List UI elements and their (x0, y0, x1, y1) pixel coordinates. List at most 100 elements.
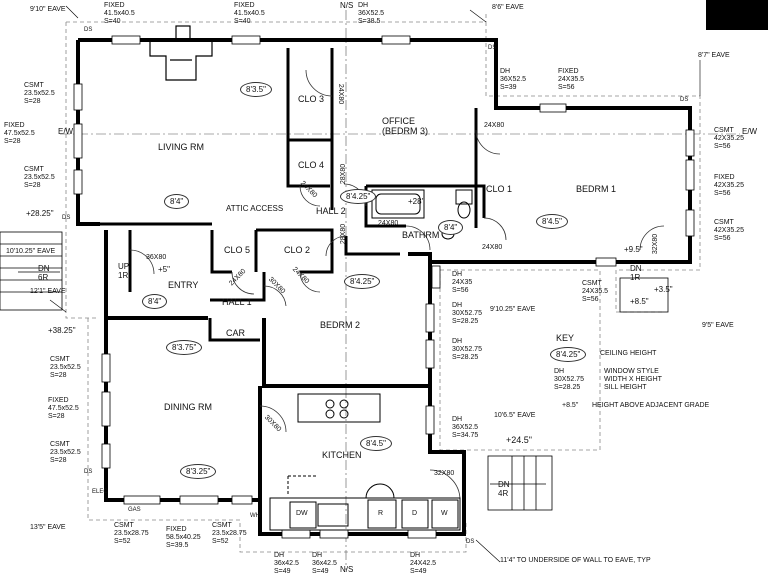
win-dining-csmt2: CSMT 23.5x52.5 S=28 (50, 441, 81, 464)
west-label: E/W (58, 127, 74, 136)
win-top-dh1: DH 36X52.5 S=38.5 (358, 2, 385, 25)
downspout-5: DS (84, 469, 93, 475)
downspout-1: DS (84, 27, 93, 33)
win-top-fixed3: FIXED 24X35.5 S=56 (558, 68, 585, 91)
height-tub: +28" (408, 197, 425, 206)
east-label: E/W (742, 127, 758, 136)
stair-up-entry: UP 1R (118, 262, 130, 280)
height-bed1-dn: +9.5" (624, 245, 643, 254)
kitchen-fixtures (269, 393, 461, 531)
win-left-csmt2: CSMT 23.5x52.5 S=28 (24, 166, 55, 189)
win-top-fixed2: FIXED 41.5x40.5 S=40 (234, 2, 265, 25)
south-label: N/S (340, 565, 354, 574)
room-clo5: CLO 5 (224, 245, 251, 255)
win-bed1-csmt: CSMT 24X35.5 S=56 (582, 280, 609, 303)
room-dining: DINING RM (164, 402, 212, 412)
downspout-6: DS (466, 539, 475, 545)
door-swings (129, 69, 665, 501)
ceiling-dining-b: 8'3.25" (180, 464, 217, 479)
range: R (378, 510, 384, 517)
height-bed1-a: +8.5" (630, 297, 649, 306)
ceiling-bedrm1: 8'4.5" (536, 214, 568, 229)
win-dining-fixed: FIXED 47.5x52.5 S=28 (48, 397, 79, 420)
height-rear: +24.5" (506, 435, 532, 445)
room-clo4: CLO 4 (298, 160, 325, 170)
win-left-fixed1: FIXED 47.5x52.5 S=28 (4, 122, 35, 145)
room-car: CAR (226, 328, 246, 338)
door-clo3: 24X80 (337, 83, 345, 105)
room-living: LIVING RM (158, 142, 205, 152)
room-kitchen: KITCHEN (322, 450, 362, 460)
win-bot-csmt1: CSMT 23.5x28.75 S=52 (114, 522, 149, 545)
win-bot-dh1: DH 36x42.5 S=49 (274, 552, 299, 575)
ceiling-living-b: 8'4" (164, 194, 190, 209)
eave-outline (65, 14, 701, 553)
win-top-fixed1: FIXED 41.5x40.5 S=40 (104, 2, 135, 25)
win-right-csmt1: CSMT 42X35.25 S=56 (714, 127, 744, 150)
fireplace (149, 25, 213, 81)
room-office: OFFICE (382, 116, 415, 126)
stair-dn-rear: DN 4R (498, 480, 510, 498)
water-heater: WH (250, 513, 260, 519)
win-bot-dh3: DH 24X42.5 S=49 (410, 552, 437, 575)
ceiling-bath-hall: 8'4.25" (340, 189, 377, 204)
win-right-fixed: FIXED 42X35.25 S=56 (714, 174, 744, 197)
gas-meter: GAS (128, 507, 141, 513)
key-grade-text: HEIGHT ABOVE ADJACENT GRADE (592, 402, 710, 409)
eave-5: 12'1" EAVE (30, 288, 66, 295)
dryer: D (412, 510, 418, 517)
win-bed1-dh: DH 24X35 S=56 (452, 271, 473, 294)
key-grade-sample: +8.5" (562, 402, 579, 409)
key-title: KEY (556, 333, 575, 343)
ceiling-entry: 8'4" (142, 294, 168, 309)
win-right-csmt2: CSMT 42X35.25 S=56 (714, 219, 744, 242)
eave-10: 11'4" TO UNDERSIDE OF WALL TO EAVE, TYP (500, 557, 651, 564)
height-bed1-b: +3.5" (654, 285, 673, 294)
centerlines (60, 10, 740, 570)
key-ceiling-sample: 8'4.25" (550, 347, 587, 362)
room-bedrm1: BEDRM 1 (576, 184, 617, 194)
downspout-2: DS (488, 45, 497, 51)
key-window-sample: DH 30X52.75 S=28.25 (554, 368, 584, 391)
north-label: N/S (340, 1, 354, 10)
window-marks (73, 35, 695, 539)
height-left2: +38.25" (48, 326, 76, 335)
eave-9: 13'5" EAVE (30, 524, 66, 531)
attic-access: ATTIC ACCESS (226, 204, 284, 213)
room-hall2: HALL 2 (316, 206, 346, 216)
downspout-4: DS (62, 215, 71, 221)
key-window-text: WINDOW STYLE WIDTH X HEIGHT SILL HEIGHT (604, 368, 662, 391)
eave-6: 9'10.25" EAVE (490, 306, 536, 313)
ceiling-living-a: 8'3.5" (240, 82, 272, 97)
win-kitchen-dh: DH 36X52.5 S=34.75 (452, 416, 479, 439)
eave-8: 10'6.5" EAVE (494, 412, 536, 419)
room-bedrm2: BEDRM 2 (320, 320, 361, 330)
height-entry: +5" (158, 265, 170, 274)
win-bot-dh2: DH 36x42.5 S=49 (312, 552, 337, 575)
room-clo1: CLO 1 (486, 184, 513, 194)
room-bathrm: BATHRM (402, 230, 440, 240)
door-office: 24X80 (484, 122, 505, 129)
win-bed2-dh2: DH 30X52.75 S=28.25 (452, 338, 482, 361)
eave-4: 10'10.25" EAVE (6, 248, 56, 255)
ceiling-kitchen: 8'4.5" (360, 436, 392, 451)
stair-dn-bed1: DN 1R (630, 264, 642, 282)
win-bot-csmt2: CSMT 23.5x28.75 S=52 (212, 522, 247, 545)
bath-fixtures (371, 189, 473, 240)
room-hall1: HALL 1 (222, 297, 252, 307)
eave-7: 9'5" EAVE (702, 322, 734, 329)
door-hall2: 28X80 (340, 163, 348, 185)
stairs (0, 231, 669, 511)
ceiling-dining-a: 8'3.75" (166, 340, 203, 355)
washer: W (441, 510, 448, 517)
leader-lines (49, 5, 701, 563)
door-entry: 36X80 (146, 254, 167, 261)
dishwasher: DW (296, 510, 308, 517)
height-left: +28.25" (26, 209, 54, 218)
win-left-csmt1: CSMT 23.5x52.5 S=28 (24, 82, 55, 105)
win-bed2-dh1: DH 30X52.75 S=28.25 (452, 302, 482, 325)
door-rear: 32X80 (434, 470, 455, 477)
door-bed1-side: 32X80 (652, 233, 660, 255)
win-dining-csmt1: CSMT 23.5x52.5 S=28 (50, 356, 81, 379)
